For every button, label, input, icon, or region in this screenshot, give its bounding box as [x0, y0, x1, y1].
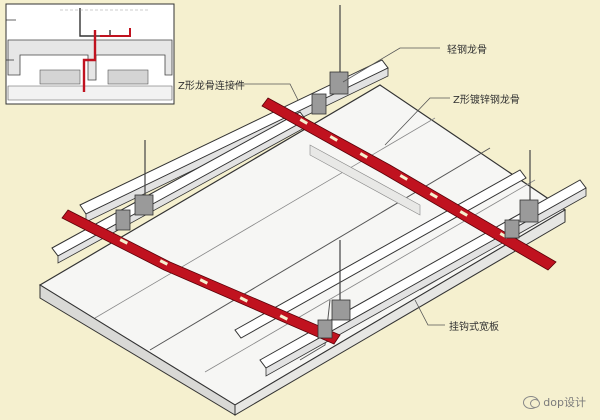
label-z-keel-connector: Z形龙骨连接件 [178, 81, 245, 92]
wechat-icon [523, 395, 541, 409]
watermark: dop设计 [523, 394, 586, 410]
callout-leaders [232, 47, 450, 326]
ceiling-panels [38, 84, 567, 416]
label-light-steel-keel: 轻钢龙骨 [447, 45, 487, 56]
watermark-text: dop设计 [543, 396, 586, 409]
hanger-clips [115, 71, 539, 339]
label-hook-panel: 挂钩式宽板 [449, 322, 499, 333]
label-z-galvanized-keel: Z形镀锌钢龙骨 [453, 95, 520, 106]
red-z-keels [61, 97, 557, 345]
hanger-rods [144, 5, 531, 305]
inset-detail [5, 3, 175, 105]
